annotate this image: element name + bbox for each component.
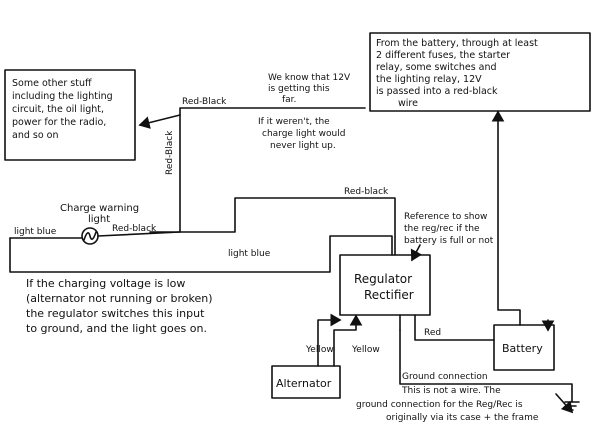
wire-labels: Red-Black Red-Black Red-black Red-black … xyxy=(14,97,441,355)
wire-red-black-mid xyxy=(179,197,396,256)
ground-note: Ground connection This is not a wire. Th… xyxy=(356,372,539,423)
regulator-title: Regulator xyxy=(354,272,412,286)
note-line: is getting this xyxy=(268,84,330,94)
other-stuff-line: Some other stuff xyxy=(12,78,92,89)
battery-label: Battery xyxy=(502,342,543,355)
ground-line-text: originally via its case + the frame xyxy=(386,413,539,423)
wire-to-battery xyxy=(497,111,521,326)
label-light-blue-left: light blue xyxy=(14,227,57,237)
battery-feed-box xyxy=(369,32,591,112)
label-red-black-vertical: Red-Black xyxy=(165,130,175,175)
battery-feed-text: From the battery, through at least 2 dif… xyxy=(376,38,538,109)
reference-line: battery is full or not xyxy=(404,236,494,246)
other-stuff-text: Some other stuff including the lighting … xyxy=(12,78,113,141)
ground-arrow xyxy=(555,393,574,414)
other-stuff-line: power for the radio, xyxy=(12,117,106,128)
regulator-label: Regulator Rectifier xyxy=(354,272,414,302)
battery-box xyxy=(493,324,555,371)
battery-feed-line: wire xyxy=(398,98,418,109)
other-stuff-box xyxy=(4,69,136,161)
reference-arrow xyxy=(410,244,423,262)
regulator-title: Rectifier xyxy=(364,288,414,302)
charging-line: to ground, and the light goes on. xyxy=(26,322,207,335)
reference-line: Reference to show xyxy=(404,212,487,222)
ground-line-text: Ground connection xyxy=(402,372,488,382)
twelve-volt-note: We know that 12V is getting this far. xyxy=(268,73,351,105)
ground-line xyxy=(399,329,573,403)
charge-light-label: Charge warning light xyxy=(60,203,139,225)
reference-note: Reference to show the reg/rec if the bat… xyxy=(404,212,494,246)
battery-feed-line: the lighting relay, 12V xyxy=(376,74,482,85)
charge-light-title: Charge warning xyxy=(60,203,139,214)
wire-yellow-2 xyxy=(333,314,363,367)
reference-line: the reg/rec if the xyxy=(404,224,480,234)
charging-line: the regulator switches this input xyxy=(26,307,205,320)
battery-feed-line: is passed into a red-black xyxy=(376,86,498,97)
note-line: We know that 12V xyxy=(268,73,351,83)
other-stuff-line: including the lighting xyxy=(12,91,113,102)
battery-feed-line: 2 different fuses, the starter xyxy=(376,50,510,61)
note-line: charge light would xyxy=(262,129,345,139)
label-yellow-2: Yellow xyxy=(351,345,380,355)
label-yellow-1: Yellow xyxy=(305,345,334,355)
charge-light-title: light xyxy=(88,214,110,225)
charging-line: If the charging voltage is low xyxy=(26,277,185,290)
label-red-black-mid: Red-black xyxy=(344,187,389,197)
label-red: Red xyxy=(424,328,441,338)
wire-light-to-red-black xyxy=(97,231,181,237)
wire-red xyxy=(414,314,495,341)
wire-red-black-arrow-left xyxy=(138,114,181,129)
label-red-black-top: Red-Black xyxy=(182,97,227,107)
label-red-black-light: Red-black xyxy=(112,224,157,234)
note-line: never light up. xyxy=(270,141,336,151)
alternator-box xyxy=(271,365,341,399)
wire-yellow-1 xyxy=(317,313,342,367)
wire-light-blue-bottom xyxy=(9,235,393,273)
note-line: far. xyxy=(282,95,296,105)
note-line: If it weren't, the xyxy=(258,117,330,127)
charging-low-note: If the charging voltage is low (alternat… xyxy=(26,277,212,335)
wire-red-black-top xyxy=(179,107,366,116)
other-stuff-line: circuit, the oil light, xyxy=(12,104,104,115)
regulator-box xyxy=(339,254,431,316)
ground-line-text: ground connection for the Reg/Rec is xyxy=(356,400,523,410)
ground-line-text: This is not a wire. The xyxy=(401,386,501,396)
never-light-note: If it weren't, the charge light would ne… xyxy=(258,117,345,151)
battery-feed-line: From the battery, through at least xyxy=(376,38,538,49)
other-stuff-line: and so on xyxy=(12,130,59,141)
label-light-blue-mid: light blue xyxy=(228,249,271,259)
alternator-label: Alternator xyxy=(276,377,332,390)
charging-line: (alternator not running or broken) xyxy=(26,292,212,305)
battery-feed-line: relay, some switches and xyxy=(376,62,497,73)
charge-light-filament xyxy=(83,231,97,241)
